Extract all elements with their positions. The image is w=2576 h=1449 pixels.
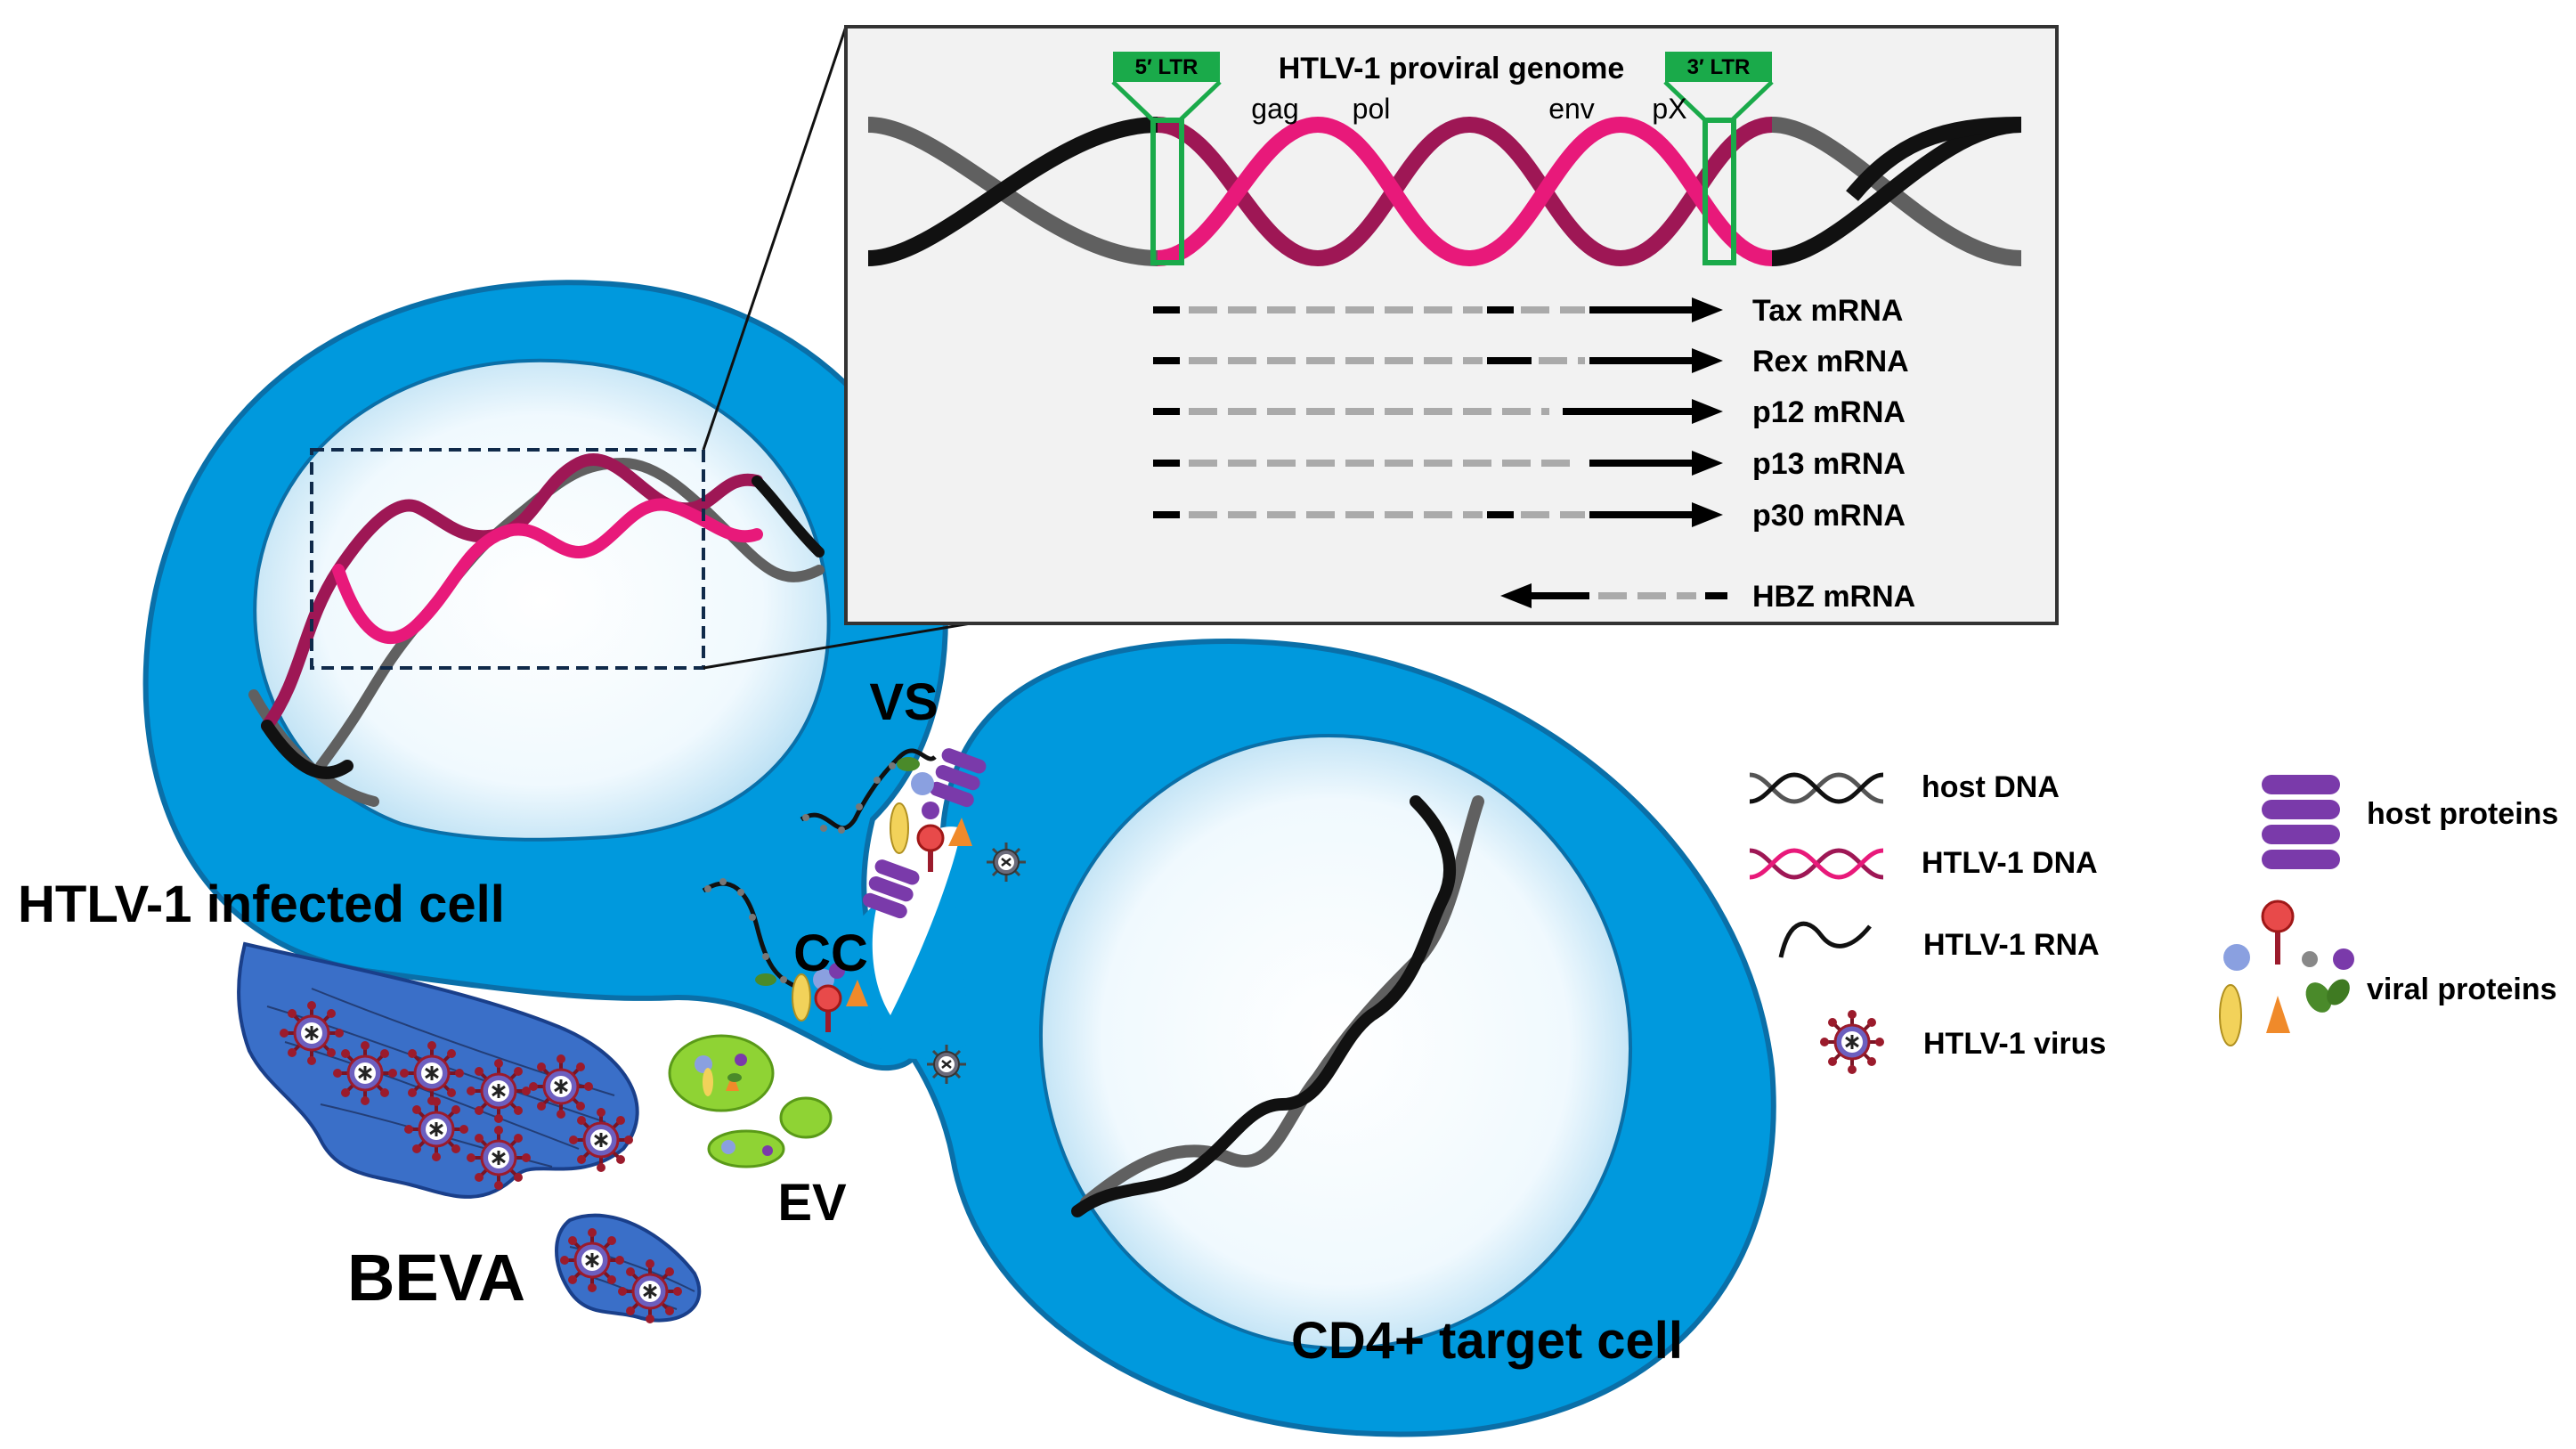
- gene-px: pX: [1652, 93, 1686, 125]
- ltr3-marker: 3′ LTR: [1663, 52, 1774, 265]
- ltr3-label: 3′ LTR: [1687, 55, 1751, 79]
- legend-host-dna: host DNA: [1749, 770, 2060, 804]
- target-nucleus: [1038, 733, 1633, 1351]
- legend-viral-proteins: viral proteins: [2219, 900, 2557, 1046]
- legend-htlv1-rna: HTLV-1 RNA: [1778, 921, 2100, 962]
- transcript-tax: Tax mRNA: [1153, 294, 1903, 328]
- legend-htlv1-rna-label: HTLV-1 RNA: [1923, 928, 2100, 962]
- ltr5-marker: 5′ LTR: [1111, 52, 1222, 265]
- transcript-p13: p13 mRNA: [1153, 447, 1906, 481]
- htlv-dna-strand-pink: [332, 498, 763, 645]
- host-dna-front-right: [752, 476, 825, 558]
- legend-htlv1-virus-label: HTLV-1 virus: [1923, 1027, 2106, 1061]
- ltr5-label: 5′ LTR: [1135, 55, 1199, 79]
- legend-htlv1-virus: HTLV-1 virus: [1818, 1008, 2106, 1076]
- panel-htlv-dark: [1157, 116, 1773, 267]
- gene-env: env: [1548, 93, 1595, 125]
- genome-title: HTLV-1 proviral genome: [1279, 52, 1625, 85]
- panel-htlv-pink: [1157, 116, 1773, 267]
- legend-viral-proteins-label: viral proteins: [2367, 973, 2557, 1006]
- viral-proteins-icon: [2219, 900, 2354, 1046]
- host-dna-icon: [1749, 772, 1884, 804]
- beva-cluster-small: [555, 1213, 702, 1325]
- legend-host-proteins: host proteins: [2262, 775, 2558, 869]
- virus-icon: [1818, 1008, 1886, 1076]
- legend-htlv1-dna: HTLV-1 DNA: [1749, 846, 2098, 880]
- vs-label: VS: [869, 673, 938, 731]
- vs-rna-icon: [800, 748, 937, 831]
- target-host-dna-black: [1071, 795, 1456, 1217]
- host-dna-front-left: [261, 720, 353, 779]
- transcript-p13-label: p13 mRNA: [1752, 447, 1906, 481]
- transcript-p30: p30 mRNA: [1153, 499, 1906, 533]
- htlv1-dna-icon: [1749, 848, 1884, 880]
- transcript-p12-label: p12 mRNA: [1752, 395, 1906, 429]
- cc-region: [702, 857, 968, 1086]
- transcript-rex: Rex mRNA: [1153, 345, 1909, 379]
- beva-cluster-main: [237, 941, 639, 1199]
- cc-label: CC: [793, 924, 868, 982]
- genome-panel: 5′ LTR 3′ LTR HTLV-1 proviral genome gag…: [844, 25, 2059, 625]
- infected-nucleus: [248, 358, 831, 842]
- gene-gag: gag: [1251, 93, 1298, 125]
- beva-label: BEVA: [347, 1241, 525, 1315]
- gene-pol: pol: [1353, 93, 1391, 125]
- ev-vesicles: [668, 1034, 833, 1168]
- vs-region: [800, 745, 1028, 883]
- legend-host-dna-label: host DNA: [1922, 770, 2060, 804]
- transcript-hbz-label: HBZ mRNA: [1752, 580, 1915, 614]
- htlv1-rna-icon: [1778, 921, 1872, 958]
- legend-host-proteins-label: host proteins: [2367, 797, 2558, 831]
- legend-htlv1-dna-label: HTLV-1 DNA: [1922, 846, 2098, 880]
- target-cell-label: CD4+ target cell: [1291, 1312, 1683, 1370]
- infected-cell-label: HTLV-1 infected cell: [18, 875, 505, 933]
- transcript-p12: p12 mRNA: [1153, 395, 1906, 429]
- transcript-rex-label: Rex mRNA: [1752, 345, 1909, 379]
- transcript-hbz: HBZ mRNA: [1500, 580, 1915, 614]
- zoom-box: [310, 448, 705, 670]
- zoom-line-bottom: [703, 622, 971, 670]
- legend: host DNA HTLV-1 DNA HTLV-1 RNA HTLV-1 vi…: [1749, 770, 2558, 1076]
- ev-label: EV: [777, 1174, 847, 1232]
- zoom-line-top: [702, 26, 848, 451]
- transcript-tax-label: Tax mRNA: [1752, 294, 1903, 328]
- transcript-p30-label: p30 mRNA: [1752, 499, 1906, 533]
- host-proteins-icon: [2262, 775, 2340, 869]
